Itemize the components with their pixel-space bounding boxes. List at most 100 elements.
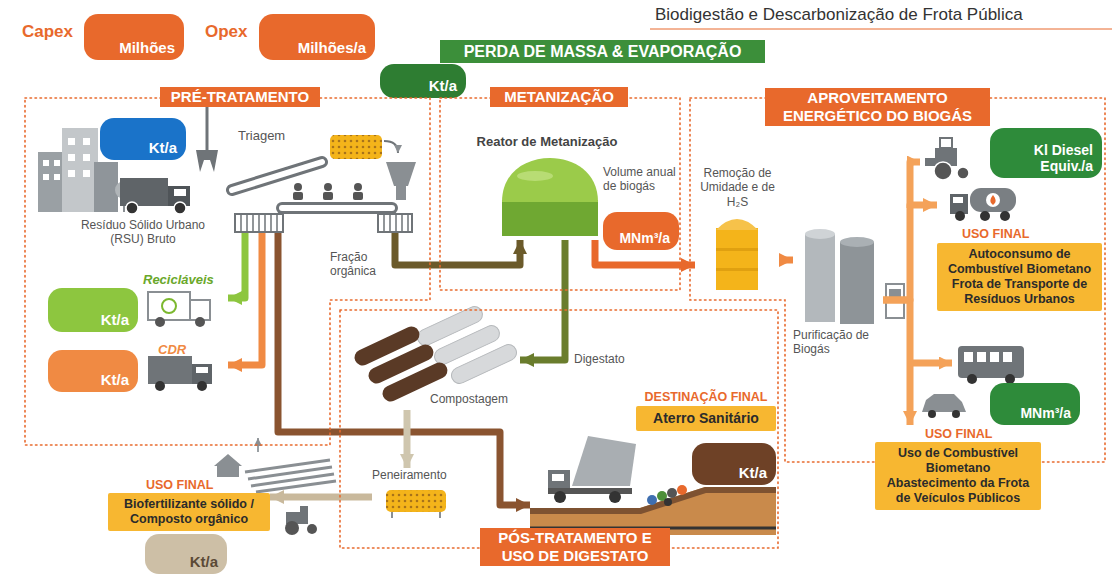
section-title: APROVEITAMENTO ENERGÉTICO DO BIOGÁS — [771, 89, 984, 125]
value-pill: MNm³/a — [990, 383, 1080, 425]
farm-tractor — [300, 506, 308, 513]
landfill — [647, 495, 657, 505]
digester-dome — [502, 200, 598, 236]
drying-tank-figure — [716, 248, 758, 251]
unit-value: Kl Diesel Equiv./a — [999, 143, 1093, 174]
pill-group: Milhões/a — [259, 14, 375, 60]
ybox-group: Biofertilizante sólido / Composto orgâni… — [108, 493, 270, 531]
landfill — [677, 485, 687, 495]
biogas-output: Volume anual de biogásMNm³/a — [603, 165, 679, 253]
pill-group: MNm³/a — [990, 383, 1080, 425]
car — [922, 394, 966, 418]
farm-tractor — [307, 524, 317, 534]
dump-truck — [609, 491, 621, 503]
sechead-group: PRÉ-TRATAMENTO — [160, 87, 320, 107]
car — [952, 410, 960, 418]
tractor — [940, 138, 952, 148]
rdf-truck — [148, 356, 212, 391]
garbage-truck — [120, 178, 168, 206]
city-buildings — [83, 170, 90, 177]
loss-band: PERDA DE MASSA & EVAPORAÇÃO — [440, 40, 765, 63]
city-buildings — [54, 160, 60, 166]
farm-tractor — [285, 506, 317, 535]
farm — [214, 438, 336, 492]
garbage-truck — [174, 189, 186, 196]
purification-columns — [840, 237, 874, 247]
purification-unit: Purificação de Biogás — [793, 222, 883, 360]
city-buildings — [43, 174, 49, 180]
landfill — [530, 487, 776, 514]
section-title: PRÉ-TRATAMENTO — [166, 88, 314, 106]
screening-drum — [386, 490, 446, 512]
value-pill: Kt/a — [692, 443, 776, 485]
stream-name: Recicláveis — [143, 272, 228, 288]
rdf-truck — [148, 356, 192, 384]
flow-pipe — [520, 240, 565, 360]
city-buildings — [38, 152, 66, 212]
fuel-branch — [910, 360, 952, 367]
drying-tank: Remoção de Umidade e de H₂S — [695, 166, 780, 292]
tractor — [925, 158, 937, 166]
landfill — [667, 488, 677, 498]
screening-drum — [386, 490, 446, 512]
sorting-conveyor — [232, 135, 416, 232]
unit-value: MNm³/a — [1020, 406, 1071, 421]
output-stream: RecicláveisKt/a — [48, 272, 228, 334]
lbl-sm-group: Volume anual de biogás — [603, 165, 679, 194]
compost-windrows — [449, 342, 519, 386]
band-group: PERDA DE MASSA & EVAPORAÇÃO — [440, 40, 765, 63]
digester-dome — [502, 158, 598, 202]
process-section: PÓS-TRATAMENTO E USO DE DIGESTATOCompost… — [340, 310, 778, 548]
tractor — [957, 167, 969, 179]
tanker-truck — [953, 197, 963, 203]
tanker-truck — [970, 188, 1016, 212]
unit-value: Kt/a — [429, 78, 457, 95]
bus — [977, 352, 986, 362]
sorting-conveyor — [384, 214, 408, 232]
dump-truck — [554, 491, 566, 503]
city-buildings — [68, 170, 75, 177]
city-buildings — [68, 138, 75, 145]
unit-value: Kt/a — [190, 554, 218, 571]
equipment-label: Remoção de Umidade e de H₂S — [695, 166, 780, 209]
sechead-group: PÓS-TRATAMENTO E USO DE DIGESTATO — [480, 528, 670, 566]
sorting-conveyor — [294, 183, 302, 191]
bus — [958, 346, 1024, 378]
use-description: Frota de Transporte de Resíduos Urbanos — [943, 277, 1096, 307]
screening-drum — [386, 490, 446, 518]
sorting-conveyor — [232, 162, 322, 190]
tanker-truck — [950, 194, 968, 214]
sorting-conveyor — [386, 162, 416, 186]
tractor — [925, 138, 969, 180]
garbage-truck — [174, 202, 186, 214]
recycling-truck — [195, 317, 205, 327]
lbl-sm-group: Compostagem — [430, 392, 520, 406]
digester-dome — [517, 171, 553, 181]
sorting-conveyor — [232, 162, 322, 190]
purification-columns — [805, 229, 874, 324]
sorting-conveyor — [323, 192, 333, 200]
final-use: USO FINALBiofertilizante sólido / Compos… — [108, 478, 270, 534]
word-it-group: Recicláveis — [143, 272, 228, 288]
sorting-conveyor — [241, 214, 277, 232]
flow-pipe — [395, 233, 520, 265]
band-title: PERDA DE MASSA & EVAPORAÇÃO — [464, 42, 742, 61]
lbl-sm-group: Purificação de Biogás — [793, 328, 883, 357]
use-description: Uso de Combustível Biometano — [881, 446, 1035, 476]
garbage-truck — [126, 202, 138, 214]
value-pill: Kl Diesel Equiv./a — [990, 128, 1102, 178]
sorting-conveyor — [235, 214, 283, 232]
recycling-truck — [155, 317, 165, 327]
head-or-group: USO FINAL — [962, 227, 1072, 242]
sorting-conveyor — [293, 192, 303, 200]
process-section: METANIZAÇÃOReator de MetanizaçãoVolume a… — [440, 98, 680, 290]
step-label: Compostagem — [430, 392, 520, 406]
rdf-truck — [196, 367, 208, 373]
farm — [217, 466, 239, 477]
section-outline — [25, 98, 430, 445]
purification-columns — [805, 229, 835, 239]
recycling-truck — [148, 292, 210, 327]
compost-windrows — [352, 304, 519, 404]
pill-group: Kl Diesel Equiv./a — [990, 128, 1102, 178]
unit-value: Milhões/a — [298, 40, 366, 57]
